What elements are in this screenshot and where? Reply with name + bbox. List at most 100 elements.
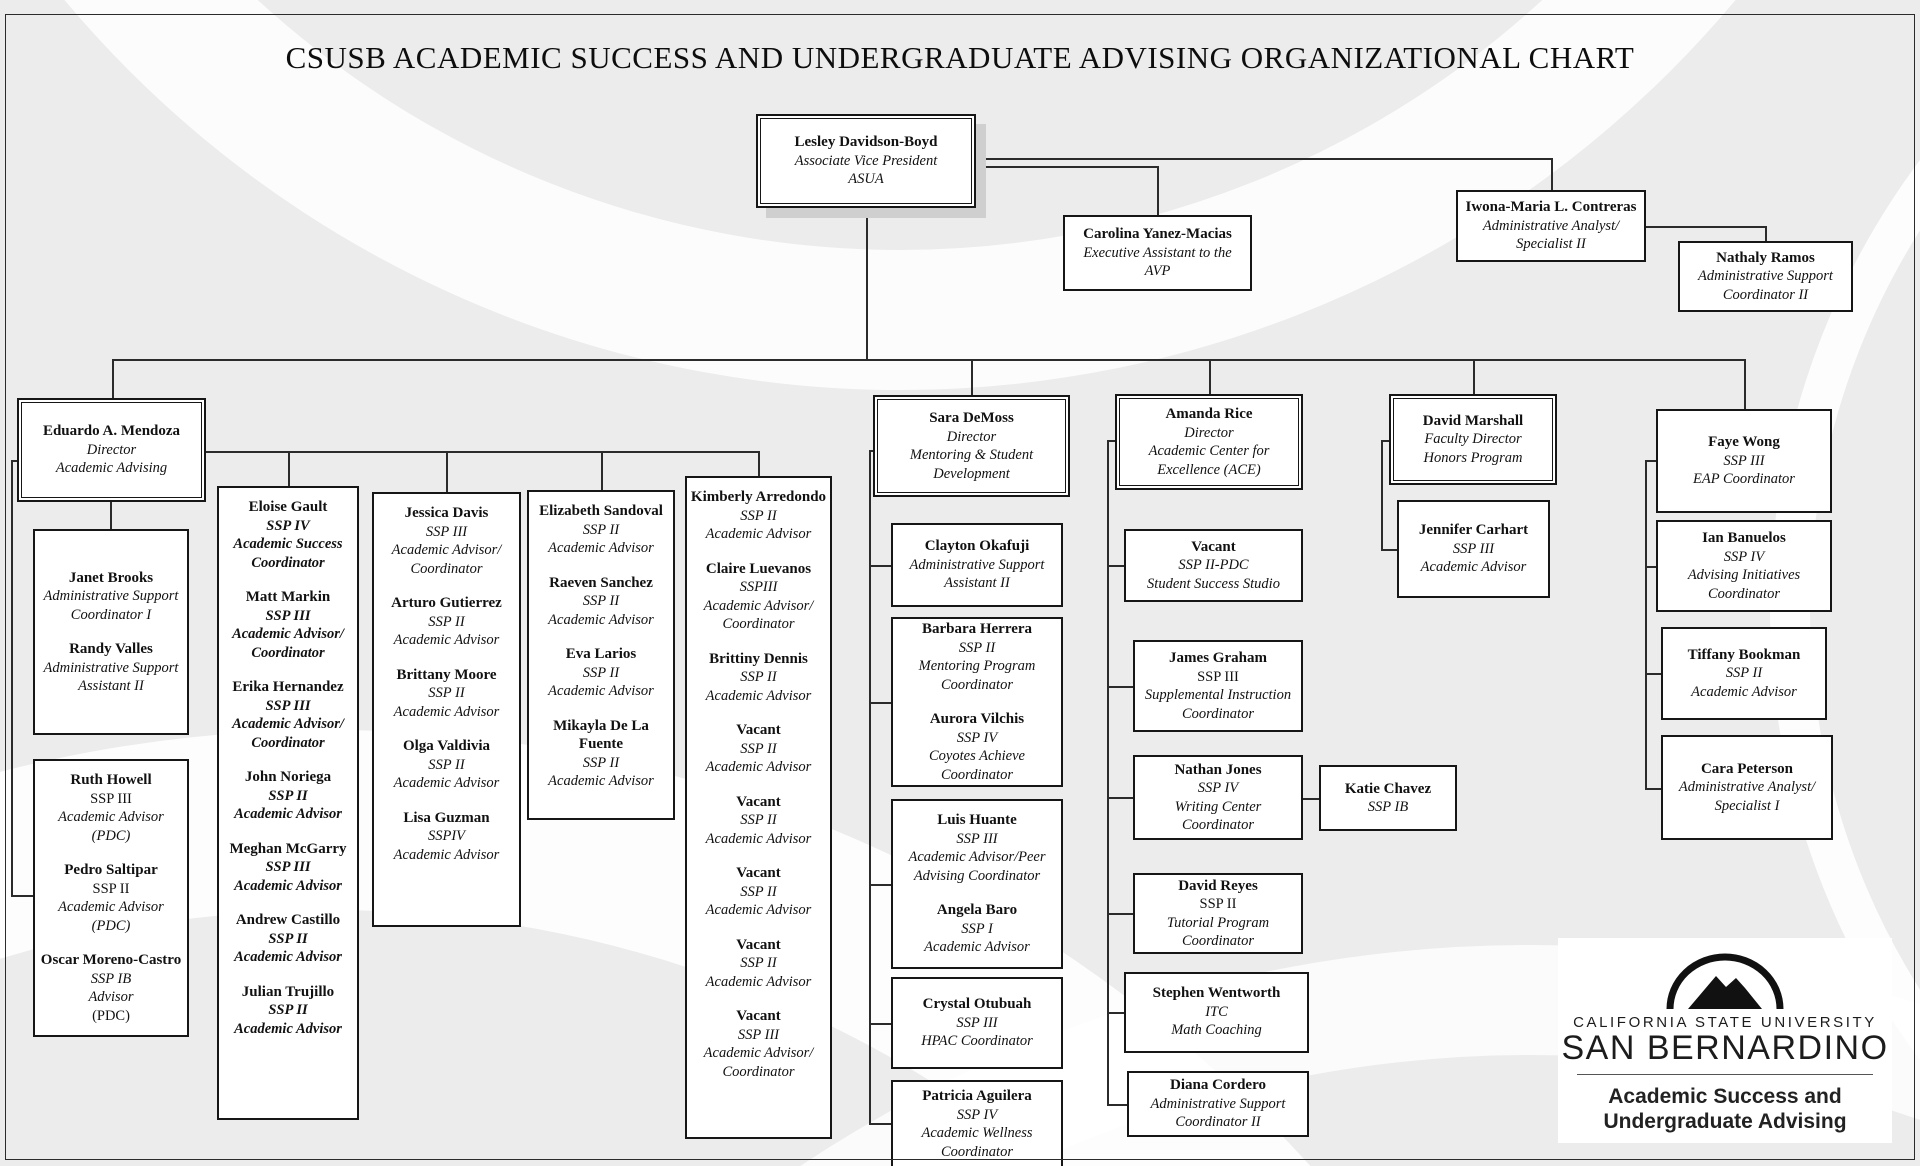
person-name: Sara DeMoss [929, 410, 1014, 426]
person-title: Coordinator [941, 676, 1013, 693]
person-name: Ruth Howell [70, 772, 152, 788]
connector-line [869, 702, 891, 704]
person-title: SSP II [268, 1002, 308, 1018]
person-title: SSP III [265, 607, 311, 624]
person-title: Academic Advisor [234, 877, 342, 894]
person-title: Advising Coordinator [913, 867, 1041, 884]
connector-line [1107, 1104, 1127, 1106]
connector-line [1473, 359, 1475, 394]
person-name: Vacant [736, 865, 781, 881]
person-title: SSP III [737, 1026, 780, 1043]
person-title: Academic Advisor/ [232, 716, 344, 732]
connector-line [446, 451, 448, 492]
person-name: Mikayla De La Fuente [553, 717, 649, 753]
person-title: Academic Advising [55, 460, 168, 477]
person-name: David Reyes [1178, 877, 1258, 894]
connector-line [1381, 549, 1397, 551]
person-name: Raeven Sanchez [549, 574, 653, 591]
person-name: Eloise Gault [248, 499, 328, 515]
person-name: Janet Brooks [68, 569, 154, 586]
person-title: SSP II [740, 740, 777, 757]
person-title: SSPIII [739, 579, 778, 595]
person-title: SSP III [1452, 540, 1495, 557]
person-name: Pedro Saltipar [64, 862, 158, 878]
connector-line [758, 451, 760, 476]
person-name: Tiffany Bookman [1687, 646, 1801, 663]
person-title: Academic Advisor/ [232, 626, 344, 642]
person-name: Iwona-Maria L. Contreras [1465, 199, 1637, 216]
connector-line [1107, 1012, 1124, 1014]
connector-line [1381, 440, 1383, 549]
connector-line [1107, 565, 1124, 567]
person-title: SSPIV [427, 828, 466, 844]
person-title: Academic Advisor/ [391, 542, 502, 558]
person-title: Associate Vice President [794, 152, 938, 169]
person-name: Elizabeth Sandoval [539, 503, 663, 519]
person-title: Coyotes Achieve [929, 748, 1025, 764]
person-title: SSP III [956, 1014, 998, 1031]
person-title: SSP II [428, 756, 465, 773]
person-title: Academic Advisor/ [703, 1045, 814, 1061]
person-title: SSP II [582, 593, 620, 609]
person-title: SSP III [90, 790, 132, 807]
person-title: Coordinator [410, 560, 483, 577]
person-name: Oscar Moreno-Castro [40, 952, 182, 968]
person-title: Academic Advisor/Peer [908, 849, 1046, 866]
person-title: Assistant II [78, 678, 144, 694]
connector-line [1157, 166, 1159, 215]
person-title: SSP II [1199, 896, 1237, 912]
person-title: SSP III [1723, 452, 1765, 469]
person-name: Katie Chavez [1344, 780, 1432, 797]
person-title: SSP II [428, 613, 465, 630]
person-title: Writing Center [1174, 798, 1262, 815]
person-title: Faculty Director [1424, 431, 1522, 448]
person-title: SSP II [268, 930, 308, 947]
person-name: John Noriega [244, 769, 332, 785]
person-name: Angela Baro [936, 902, 1018, 919]
person-title: Advisor [88, 989, 134, 1005]
person-title: ASUA [848, 171, 884, 188]
connector-line [1551, 158, 1553, 190]
person-name: Vacant [736, 1008, 781, 1024]
person-title: (PDC) [92, 1007, 130, 1024]
person-name: Matt Markin [245, 589, 331, 605]
person-name: Cara Peterson [1700, 760, 1794, 777]
connector-line [1765, 226, 1767, 241]
person-title: Specialist II [1516, 236, 1586, 253]
person-name: Aurora Vilchis [929, 711, 1025, 727]
logo-department-line-1: Academic Success and [1608, 1085, 1842, 1109]
person-name: David Marshall [1422, 412, 1524, 429]
person-title: Academic Advisor [393, 632, 500, 648]
person-name: Diana Cordero [1170, 1077, 1266, 1094]
person-name: Carolina Yanez-Macias [1083, 226, 1232, 243]
person-title: Coordinator I [70, 606, 152, 623]
connector-line [866, 208, 868, 361]
person-title: EAP Coordinator [1693, 471, 1795, 488]
